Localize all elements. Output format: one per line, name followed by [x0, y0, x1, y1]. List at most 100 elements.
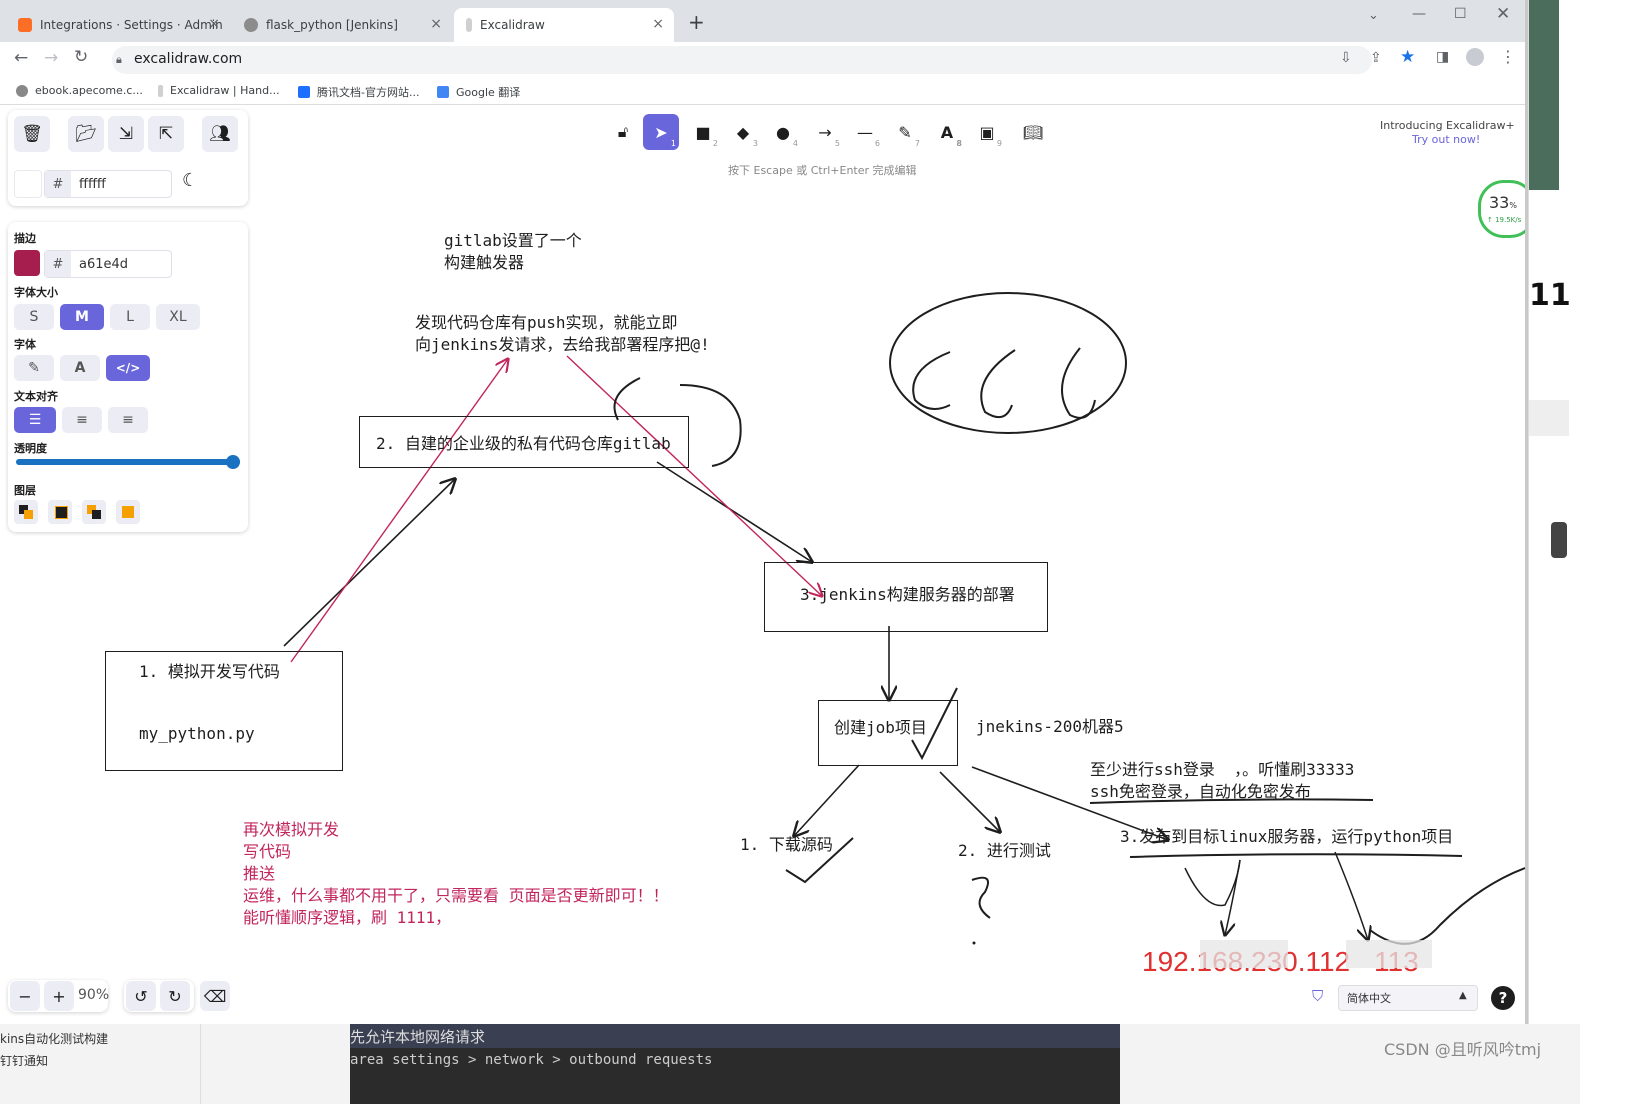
- box-jenkins[interactable]: [764, 562, 1048, 632]
- text-red-note[interactable]: 再次模拟开发 写代码 推送 运维，什么事都不用干了，只需要看 页面是否更新即可！…: [243, 820, 669, 927]
- tab-excalidraw[interactable]: Excalidraw ×: [454, 8, 674, 42]
- arrow-gitlab-to-jenkins[interactable]: [656, 461, 812, 562]
- close-icon[interactable]: ×: [208, 16, 220, 32]
- text-jenkins-machine[interactable]: jnekins-200机器5: [976, 717, 1124, 736]
- reload-icon[interactable]: ↻: [74, 47, 89, 67]
- align-left-icon[interactable]: ☰: [14, 407, 56, 433]
- box-dev[interactable]: [105, 651, 343, 771]
- scribble-cloud[interactable]: [613, 377, 742, 467]
- bring-to-front-icon[interactable]: [116, 500, 140, 524]
- bookmark-excalidraw[interactable]: Excalidraw | Hand...: [158, 84, 280, 97]
- redo-icon[interactable]: ↻: [160, 981, 190, 1011]
- arrow-job-to-download[interactable]: [794, 764, 860, 836]
- draw-tool-icon[interactable]: ✎7: [898, 122, 920, 149]
- note-push-request[interactable]: 发现代码仓库有push实现，就能立即 向jenkins发请求，去给我部署程序把@…: [415, 313, 710, 354]
- box-gitlab[interactable]: [359, 416, 689, 468]
- font-size-medium[interactable]: M: [60, 304, 104, 330]
- text-box-job[interactable]: 创建job项目: [834, 718, 927, 737]
- library-book-icon[interactable]: 📖︎: [1022, 122, 1044, 142]
- language-select[interactable]: 简体中文 ▲: [1338, 985, 1478, 1011]
- share-icon[interactable]: ⇪: [1370, 50, 1382, 66]
- rectangle-tool-icon[interactable]: ■2: [695, 122, 718, 149]
- clear-canvas-button[interactable]: 🗑︎: [14, 116, 50, 152]
- font-handdrawn-pencil-icon[interactable]: ✎: [14, 355, 54, 381]
- bring-forward-icon[interactable]: [82, 500, 106, 524]
- close-icon[interactable]: ×: [652, 16, 664, 32]
- image-tool-icon[interactable]: ▣9: [979, 122, 1002, 149]
- stroke-hex-input[interactable]: # a61e4d: [44, 250, 172, 278]
- font-size-large[interactable]: L: [110, 304, 150, 330]
- profile-avatar[interactable]: [1466, 48, 1484, 66]
- font-code-icon[interactable]: </>: [106, 355, 150, 381]
- arrow-tool-icon[interactable]: →5: [818, 122, 840, 149]
- font-size-small[interactable]: S: [14, 304, 54, 330]
- text-box-gitlab[interactable]: 2. 自建的企业级的私有代码仓库gitlab: [376, 434, 671, 453]
- close-icon[interactable]: ×: [430, 16, 442, 32]
- arrow-dev-to-gitlab[interactable]: [283, 479, 455, 647]
- close-window-button[interactable]: ✕: [1496, 4, 1511, 24]
- align-right-icon[interactable]: ≡: [108, 407, 148, 433]
- scribble-6-c[interactable]: [1061, 347, 1096, 419]
- dark-mode-moon-icon[interactable]: ☾: [182, 170, 199, 191]
- text-box-dev-file[interactable]: my_python.py: [139, 724, 255, 743]
- font-normal-a-icon[interactable]: A: [60, 355, 100, 381]
- opacity-slider-thumb[interactable]: [226, 455, 240, 469]
- tab-gitlab[interactable]: Integrations · Settings · Admin ×: [6, 8, 230, 42]
- minimize-button[interactable]: —: [1412, 6, 1426, 22]
- arrow-deploy-to-ip2[interactable]: [1334, 851, 1368, 940]
- promo-title[interactable]: Introducing Excalidraw+: [1380, 119, 1515, 132]
- ellipse-tool-icon[interactable]: ●4: [776, 122, 798, 149]
- text-step-test[interactable]: 2. 进行测试: [958, 841, 1051, 860]
- text-step-deploy[interactable]: 3.发布到目标linux服务器，运行python项目: [1120, 827, 1454, 846]
- zoom-level[interactable]: 90%: [78, 987, 110, 1003]
- tab-search-icon[interactable]: ⌄: [1368, 8, 1379, 23]
- help-icon[interactable]: ?: [1491, 986, 1515, 1010]
- side-scroll-handle[interactable]: [1551, 522, 1567, 558]
- bookmark-google-translate[interactable]: Google 翻译: [437, 84, 520, 100]
- url-field[interactable]: 🔒︎ excalidraw.com: [112, 46, 1372, 74]
- arrow-job-to-deploy[interactable]: [971, 766, 1168, 840]
- install-icon[interactable]: ⇩: [1340, 50, 1352, 66]
- selection-tool-icon[interactable]: ➤1: [643, 114, 679, 150]
- live-collaboration-button[interactable]: 👥︎: [202, 116, 238, 152]
- forward-arrow-icon[interactable]: →: [44, 48, 59, 68]
- scribble-curve-right[interactable]: [1369, 867, 1526, 945]
- bookmark-ebook[interactable]: ebook.apecome.c...: [16, 84, 143, 97]
- align-center-icon[interactable]: ≡: [62, 407, 102, 433]
- red-arrow-dev-to-note[interactable]: [290, 359, 508, 663]
- lock-tool-icon[interactable]: 🔓︎: [617, 122, 629, 141]
- more-menu-icon[interactable]: ⋮: [1500, 47, 1516, 66]
- opacity-slider-track[interactable]: [16, 455, 240, 469]
- note-gitlab-trigger[interactable]: gitlab设置了一个 构建触发器: [444, 231, 582, 272]
- background-hex-input[interactable]: # ffffff: [44, 170, 172, 198]
- send-backward-icon[interactable]: [48, 500, 72, 524]
- checkmark-download[interactable]: [785, 837, 854, 884]
- circle-666-scribble[interactable]: [889, 292, 1127, 434]
- question-scribble[interactable]: [971, 876, 991, 919]
- save-button[interactable]: ⇲: [108, 116, 144, 152]
- scribble-6-b[interactable]: [980, 349, 1016, 419]
- zoom-out-button[interactable]: −: [10, 981, 40, 1011]
- bookmark-star-icon[interactable]: ★: [1400, 47, 1416, 67]
- bookmark-tencent-docs[interactable]: 腾讯文档-官方网站...: [298, 84, 419, 100]
- red-arrow-note-to-jenkins[interactable]: [566, 355, 822, 596]
- eraser-icon[interactable]: ⌫: [200, 981, 230, 1011]
- font-size-xl[interactable]: XL: [156, 304, 200, 330]
- diamond-tool-icon[interactable]: ◆3: [736, 122, 758, 149]
- scribble-under-deploy[interactable]: [1184, 859, 1241, 907]
- arrow-job-to-test[interactable]: [939, 771, 1000, 832]
- text-box-jenkins[interactable]: 3.jenkins构建服务器的部署: [800, 585, 1015, 604]
- checkmark-job[interactable]: [911, 687, 958, 761]
- export-image-button[interactable]: ⇱: [148, 116, 184, 152]
- stroke-color-swatch[interactable]: [14, 250, 40, 276]
- scribble-6-a[interactable]: [912, 351, 951, 410]
- side-panel-icon[interactable]: ◨: [1436, 49, 1450, 65]
- tab-jenkins[interactable]: flask_python [Jenkins] ×: [232, 8, 452, 42]
- back-arrow-icon[interactable]: ←: [14, 48, 29, 68]
- text-step-download[interactable]: 1. 下载源码: [740, 835, 833, 854]
- underline-ssh[interactable]: [1089, 798, 1374, 804]
- promo-link[interactable]: Try out now!: [1412, 133, 1481, 146]
- line-tool-icon[interactable]: —6: [857, 122, 880, 149]
- maximize-button[interactable]: ☐: [1454, 6, 1467, 22]
